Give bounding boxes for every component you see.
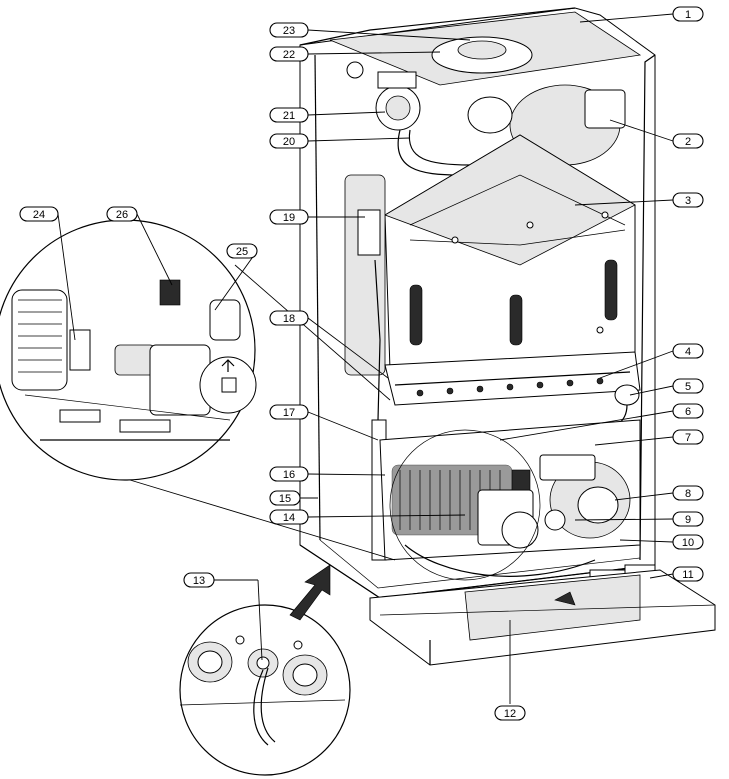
callout-25: 25: [226, 243, 258, 259]
callout-10: 10: [672, 534, 704, 550]
callout-24: 24: [19, 206, 59, 222]
top-flue-plate: [329, 11, 642, 86]
callout-label-19: 19: [283, 212, 295, 224]
callout-6: 6: [672, 403, 704, 419]
callout-label-21: 21: [283, 110, 295, 122]
callout-9: 9: [672, 511, 704, 527]
callout-11: 11: [672, 566, 704, 582]
callout-26: 26: [106, 206, 138, 222]
control-panel: [369, 569, 716, 666]
callout-label-9: 9: [685, 514, 691, 526]
callout-17: 17: [269, 404, 309, 420]
callout-2: 2: [672, 133, 704, 149]
direction-arrow: [289, 564, 331, 621]
connection-detail-inset: [179, 604, 351, 776]
inset-pointer-line-top: [234, 264, 391, 401]
callout-label-20: 20: [283, 136, 295, 148]
burner-jets: [416, 377, 604, 397]
callout-3: 3: [672, 192, 704, 208]
callout-20: 20: [269, 133, 309, 149]
callout-label-14: 14: [283, 512, 295, 524]
callout-15: 15: [269, 490, 301, 506]
callout-4: 4: [672, 343, 704, 359]
callout-8: 8: [672, 485, 704, 501]
callout-19: 19: [269, 209, 309, 225]
callout-18: 18: [269, 310, 309, 326]
callout-label-22: 22: [283, 49, 295, 61]
leader-lines: [57, 13, 674, 704]
callout-label-4: 4: [685, 346, 691, 358]
callout-label-23: 23: [283, 25, 295, 37]
callout-label-17: 17: [283, 407, 295, 419]
circulation-pump: [539, 454, 631, 539]
callout-14: 14: [269, 509, 309, 525]
callout-label-26: 26: [116, 209, 128, 221]
fan-assembly: [467, 84, 626, 166]
callout-label-7: 7: [685, 432, 691, 444]
callout-1: 1: [672, 6, 704, 22]
callout-7: 7: [672, 429, 704, 445]
callouts: 1 2 3 4 5 6 7 8 9 10 11 12 13 14 15 16 1…: [19, 6, 704, 721]
callout-label-16: 16: [283, 469, 295, 481]
callout-label-10: 10: [682, 537, 694, 549]
callout-label-13: 13: [193, 575, 205, 587]
callout-22: 22: [269, 46, 309, 62]
callout-label-15: 15: [279, 493, 291, 505]
callout-label-8: 8: [685, 488, 691, 500]
gas-valve: [477, 469, 539, 549]
combustion-chamber: [384, 134, 636, 371]
inset-fan-fins: [18, 299, 62, 373]
callout-label-5: 5: [685, 381, 691, 393]
lower-hydraulic-section: [379, 419, 641, 581]
inset-pointer-line-bottom: [129, 479, 396, 561]
callout-13: 13: [183, 572, 215, 588]
callout-label-2: 2: [685, 136, 691, 148]
callout-label-24: 24: [33, 209, 45, 221]
callout-label-3: 3: [685, 195, 691, 207]
callout-5: 5: [672, 378, 704, 394]
callout-label-6: 6: [685, 406, 691, 418]
callout-label-18: 18: [283, 313, 295, 325]
callout-label-25: 25: [236, 246, 248, 258]
callout-12: 12: [494, 705, 526, 721]
burner-manifold: [384, 351, 641, 431]
callout-label-11: 11: [682, 569, 693, 581]
valve-detail-inset: [0, 219, 257, 481]
callout-23: 23: [269, 22, 309, 38]
callout-16: 16: [269, 466, 309, 482]
callout-label-12: 12: [504, 708, 516, 720]
callout-label-1: 1: [685, 9, 691, 21]
callout-21: 21: [269, 107, 309, 123]
